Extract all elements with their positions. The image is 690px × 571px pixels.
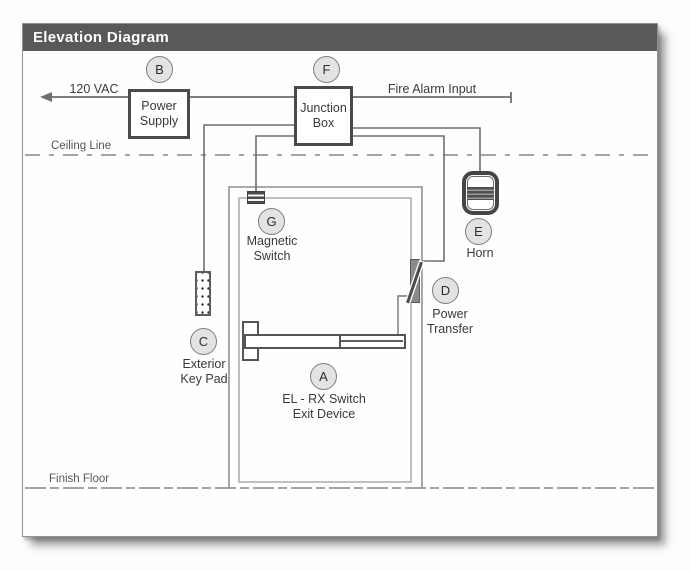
- horn-symbol: [462, 171, 499, 215]
- pushbar-midline: [341, 340, 403, 342]
- tag-circle-f: F: [313, 56, 340, 83]
- junction-box-label-line2: Box: [312, 116, 335, 130]
- finish-floor-label: Finish Floor: [49, 473, 110, 485]
- exterior-keypad-label: Exterior Key Pad: [180, 357, 227, 387]
- power-supply-label-line2: Supply: [139, 114, 179, 128]
- fire-alarm-input-label: Fire Alarm Input: [387, 82, 477, 96]
- page-title: Elevation Diagram: [23, 24, 657, 51]
- exit-device-label: EL - RX Switch Exit Device: [282, 392, 366, 422]
- horn-wire: [353, 127, 481, 172]
- vac-arrowhead: [40, 92, 52, 102]
- vac-input-label: 120 VAC: [69, 82, 119, 96]
- horn-label: Horn: [466, 246, 494, 260]
- exterior-keypad-label-line2: Key Pad: [180, 372, 228, 386]
- junction-box: Junction Box: [294, 86, 353, 146]
- tag-circle-d: D: [432, 277, 459, 304]
- diagram-page: Elevation Diagram: [22, 23, 658, 537]
- power-transfer-label-line2: Transfer: [426, 322, 474, 336]
- exit-device-label-line2: Exit Device: [292, 407, 356, 421]
- exterior-keypad-symbol: [195, 271, 211, 316]
- power-transfer-wire: [353, 135, 445, 262]
- tag-circle-g: G: [258, 208, 285, 235]
- exterior-keypad-label-line1: Exterior: [182, 357, 226, 371]
- horn-symbol-grille: [467, 187, 494, 200]
- exit-device-label-line1: EL - RX Switch: [282, 392, 366, 406]
- tag-circle-e: E: [465, 218, 492, 245]
- magnetic-switch-label-line1: Magnetic: [246, 234, 298, 248]
- magnetic-switch-label-line2: Switch: [253, 249, 291, 263]
- tag-circle-c: C: [190, 328, 217, 355]
- diagram-canvas: Ceiling Line Finish Floor 120 VAC Fire A…: [23, 51, 657, 536]
- power-supply-label-line1: Power: [141, 99, 177, 113]
- magnetic-switch-wire: [255, 135, 294, 192]
- ceiling-line-label: Ceiling Line: [51, 140, 112, 152]
- tag-circle-a: A: [310, 363, 337, 390]
- power-supply-box: Power Supply: [128, 89, 190, 139]
- junction-box-label-line1: Junction: [300, 101, 347, 115]
- tag-circle-b: B: [146, 56, 173, 83]
- magnetic-switch-label: Magnetic Switch: [247, 234, 298, 264]
- pushbar-divider: [339, 336, 341, 347]
- exit-device-pushbar: [244, 334, 406, 349]
- power-transfer-label-line1: Power: [432, 307, 468, 321]
- power-transfer-label: Power Transfer: [427, 307, 473, 337]
- magnetic-switch-symbol: [247, 191, 265, 204]
